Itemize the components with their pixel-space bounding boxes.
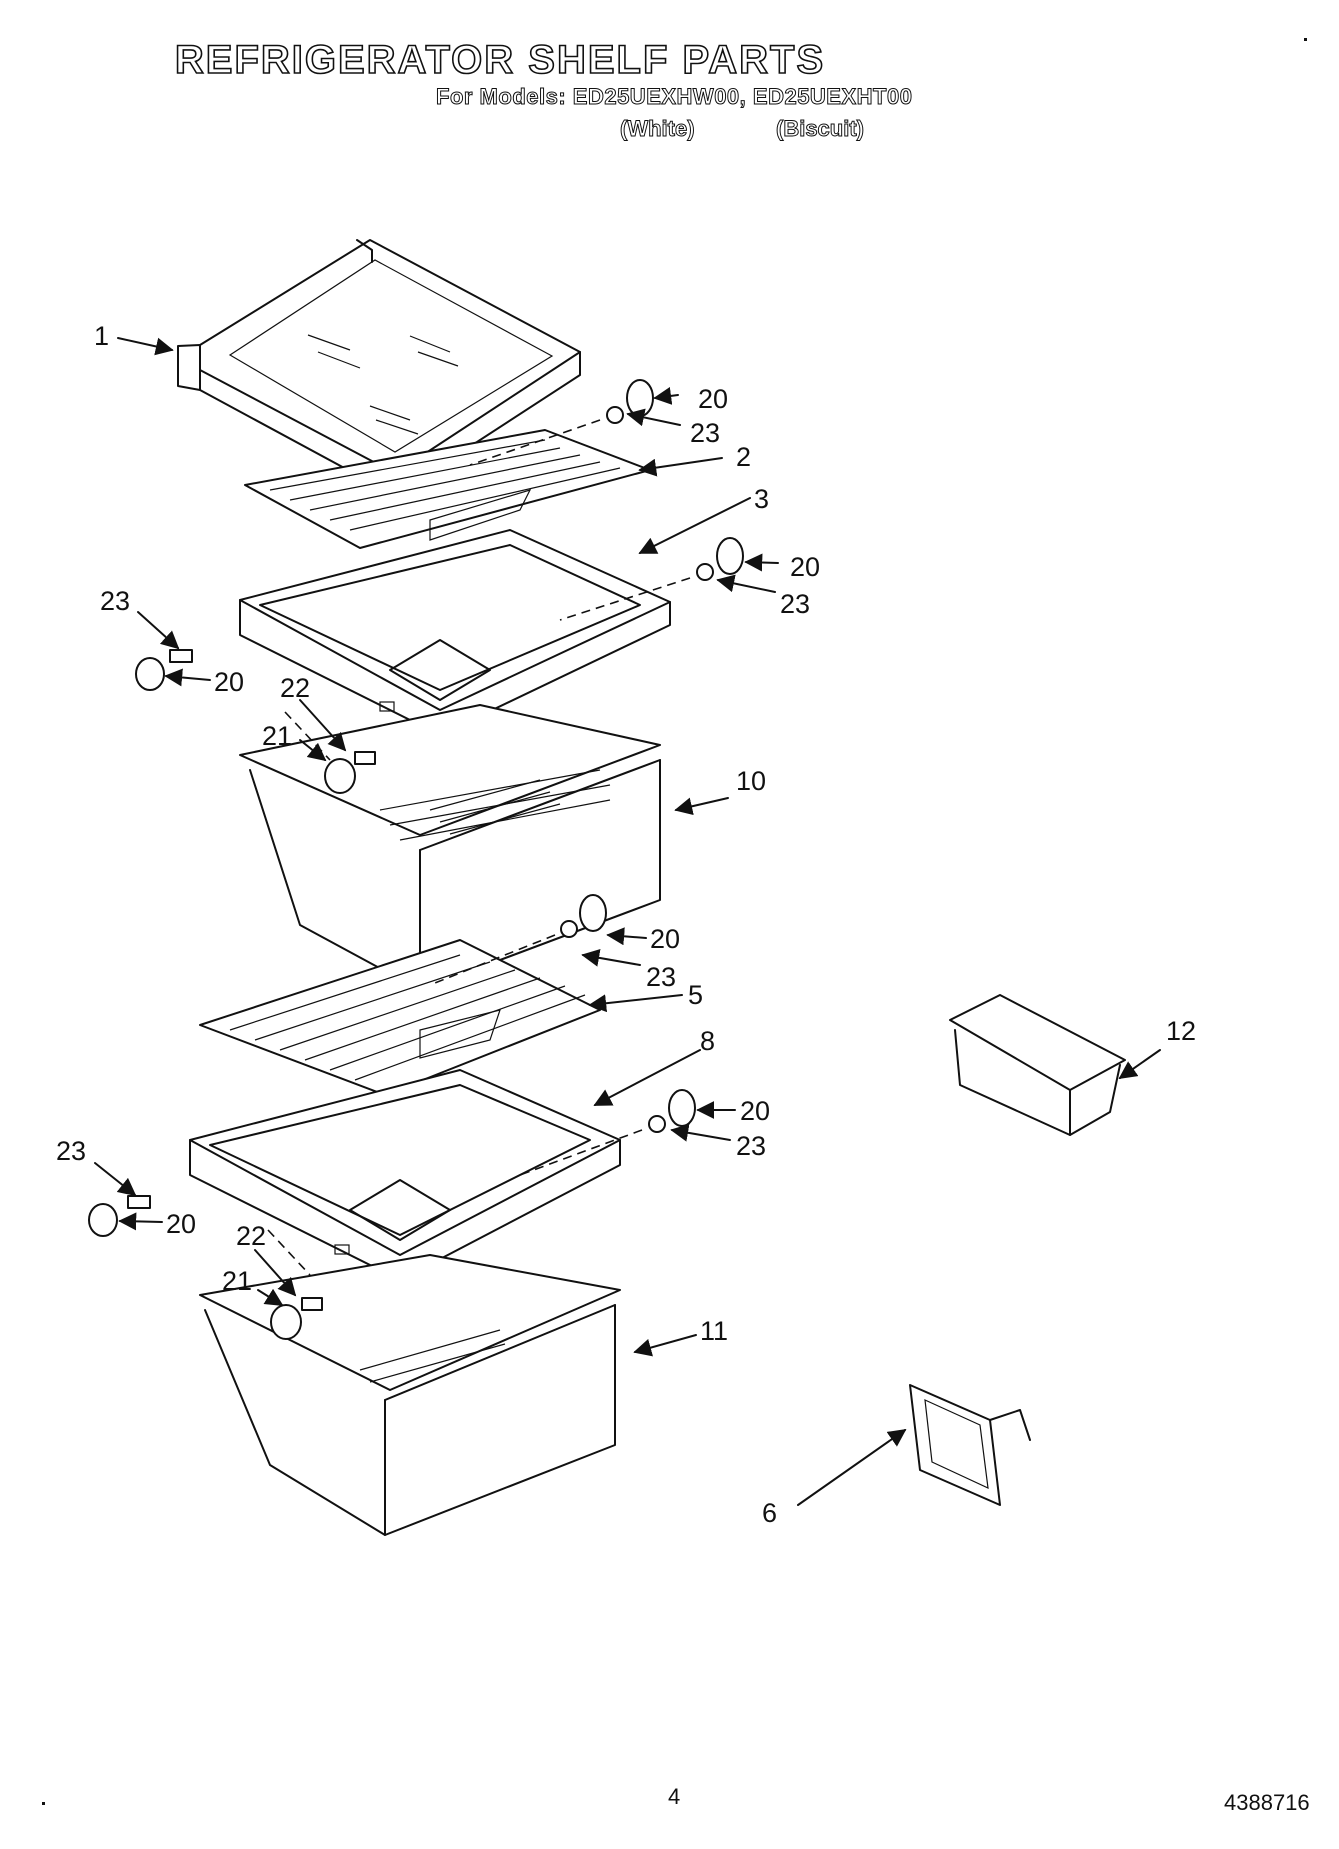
callout-11: 11 xyxy=(700,1316,728,1346)
variant-biscuit: (Biscuit) xyxy=(776,116,865,142)
scan-speck xyxy=(1304,38,1307,41)
callout-leaders xyxy=(94,337,1161,1506)
page-title: REFRIGERATOR SHELF PARTS xyxy=(174,37,826,83)
callout-10: 10 xyxy=(736,766,766,796)
part-6-panel xyxy=(909,1384,1031,1506)
callout-23: 23 xyxy=(56,1136,86,1166)
callout-20: 20 xyxy=(214,667,244,697)
callout-20: 20 xyxy=(790,552,820,582)
part-3-cover-frame xyxy=(239,529,671,736)
callout-21: 21 xyxy=(262,721,292,751)
models-line: For Models: ED25UEXHW00, ED25UEXHT00 xyxy=(435,84,913,110)
document-number: 4388716 xyxy=(1224,1790,1310,1815)
callout-2: 2 xyxy=(736,442,751,472)
callout-23: 23 xyxy=(646,962,676,992)
callout-labels: 1 20 23 2 3 20 23 23 20 22 21 10 20 23 5… xyxy=(56,321,1196,1528)
callout-21: 21 xyxy=(222,1266,252,1296)
callout-23: 23 xyxy=(736,1131,766,1161)
callout-12: 12 xyxy=(1166,1016,1196,1046)
page-number: 4 xyxy=(668,1784,681,1809)
callout-20: 20 xyxy=(740,1096,770,1126)
callout-20: 20 xyxy=(166,1209,196,1239)
part-11-lower-crisper xyxy=(199,1254,621,1536)
callout-23: 23 xyxy=(780,589,810,619)
callout-20: 20 xyxy=(698,384,728,414)
variant-white: (White) xyxy=(620,116,696,142)
part-5-glass-insert xyxy=(199,939,601,1096)
callout-23: 23 xyxy=(690,418,720,448)
assembly-guide-lines xyxy=(267,419,691,1276)
callout-22: 22 xyxy=(236,1221,266,1251)
callout-20: 20 xyxy=(650,924,680,954)
callout-5: 5 xyxy=(688,980,703,1010)
part-2-glass-insert xyxy=(244,429,651,549)
scan-speck xyxy=(42,1802,45,1805)
callout-23: 23 xyxy=(100,586,130,616)
callout-22: 22 xyxy=(280,673,310,703)
callout-1: 1 xyxy=(94,321,109,351)
callout-8: 8 xyxy=(700,1026,715,1056)
callout-6: 6 xyxy=(762,1498,777,1528)
part-8-cover-frame xyxy=(189,1069,621,1281)
callout-3: 3 xyxy=(754,484,769,514)
fastener-icons xyxy=(88,379,744,1340)
part-12-small-bin xyxy=(949,994,1126,1136)
